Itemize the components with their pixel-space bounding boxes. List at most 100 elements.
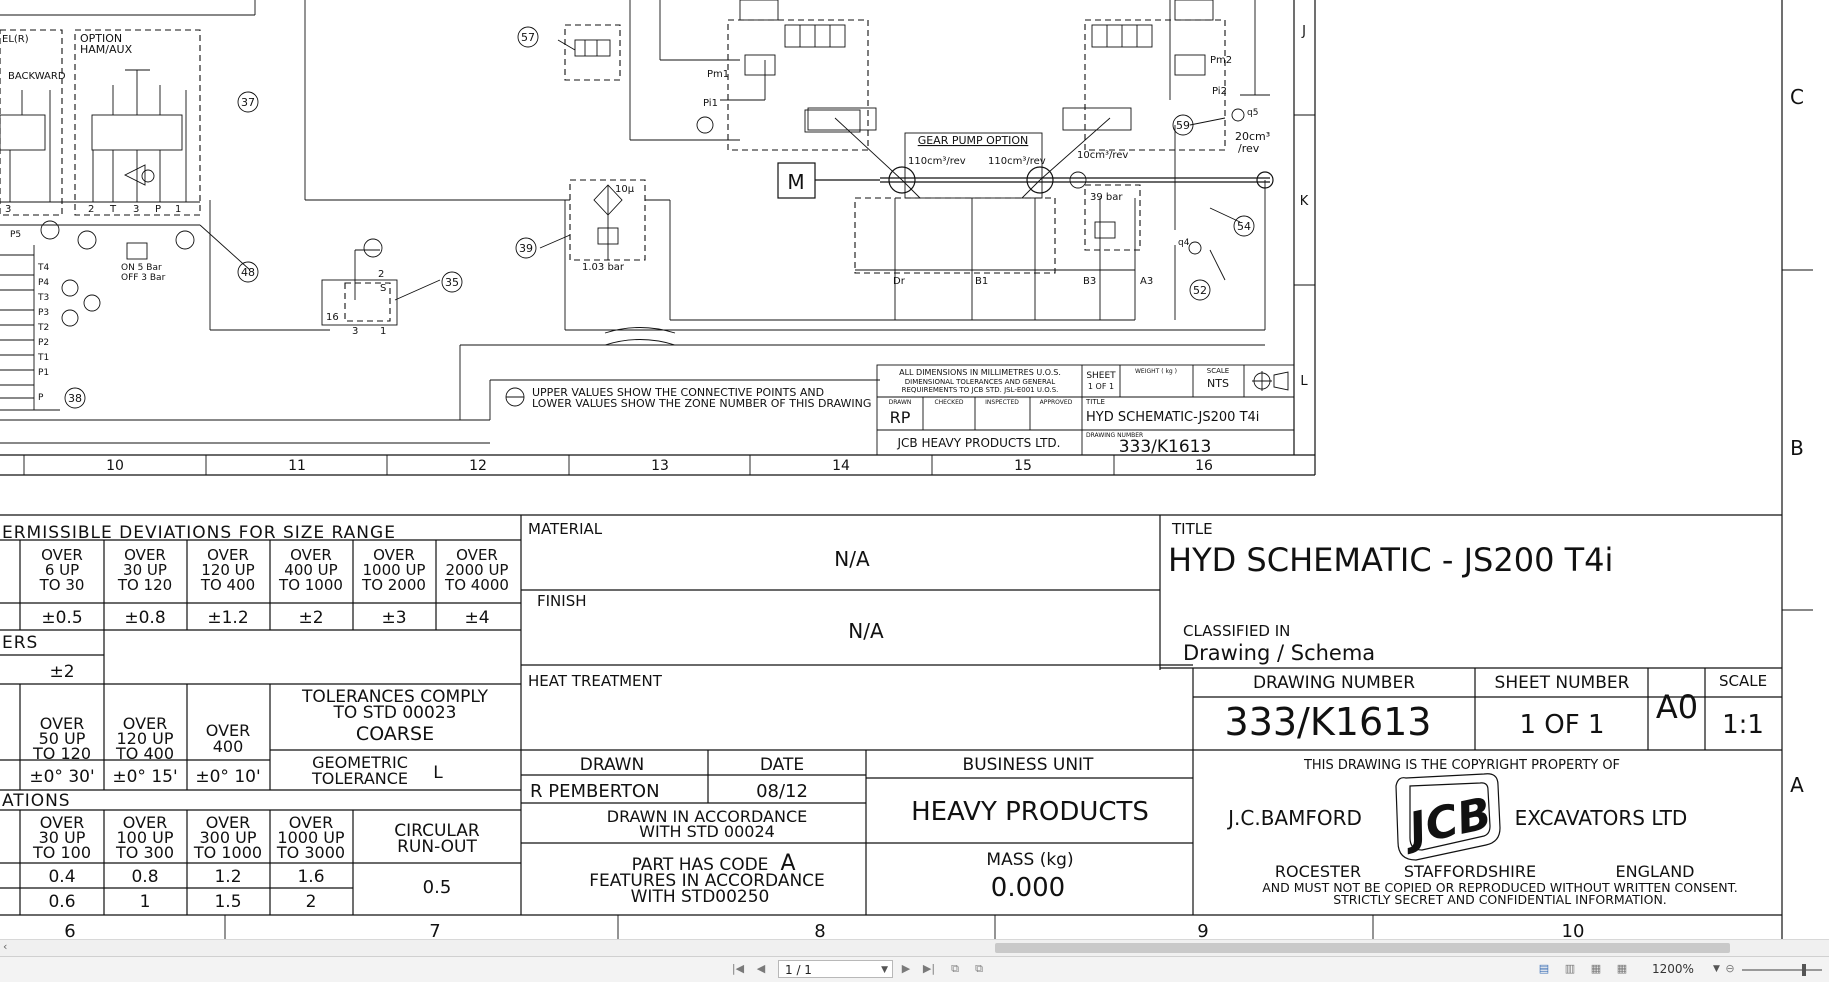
zoom-slider-knob[interactable] — [1802, 964, 1806, 976]
callout-48-label: 48 — [241, 266, 255, 279]
zoom-slider[interactable] — [1742, 964, 1822, 976]
pin-t3: T3 — [37, 293, 49, 303]
note-line-1: UPPER VALUES SHOW THE CONNECTIVE POINTS … — [532, 386, 824, 399]
label-103-bar: 1.03 bar — [582, 262, 625, 273]
grid-col-15: 15 — [1014, 458, 1032, 474]
previous-page-icon[interactable]: ◀ — [756, 962, 766, 975]
tol-ers-value: ±2 — [49, 662, 74, 682]
continuous-page-icon[interactable]: ▥ — [1564, 962, 1576, 975]
last-page-icon[interactable]: ▶| — [922, 962, 936, 975]
next-page-icon[interactable]: ▶ — [901, 962, 911, 975]
tol-geo-ranges: OVER 30 UP TO 100 OVER 100 UP TO 300 OVE… — [32, 813, 345, 862]
tol-runout-value: 0.5 — [423, 877, 452, 898]
drawn-by: R PEMBERTON — [530, 781, 660, 802]
vertical-scrollbar[interactable] — [1813, 0, 1829, 939]
tol-linear-2: ±0.8 — [124, 608, 165, 628]
grid-col-16: 16 — [1195, 458, 1213, 474]
tolerance-table: ERMISSIBLE DEVIATIONS FOR SIZE RANGE OVE… — [0, 515, 522, 915]
sheet-number-value: 1 OF 1 — [1519, 710, 1604, 740]
grid-row-l: L — [1300, 374, 1308, 389]
callout-39: 39 — [515, 237, 537, 259]
svg-text:3: 3 — [133, 204, 139, 215]
tol-linear-range-1a: OVER — [41, 546, 83, 564]
notice-line-1: AND MUST NOT BE COPIED OR REPRODUCED WIT… — [1262, 880, 1738, 895]
motor-m: M — [787, 170, 804, 194]
tol-linear-range-3a: OVER — [207, 546, 249, 564]
tol-linear-range-5b: 1000 UP — [363, 561, 426, 579]
label-pm2: Pm2 — [1210, 55, 1232, 66]
callout-59: 59 — [1172, 114, 1194, 136]
mini-company: JCB HEAVY PRODUCTS LTD. — [897, 436, 1061, 450]
sheet-size: A0 — [1656, 688, 1698, 726]
horizontal-scroll-thumb[interactable] — [995, 943, 1730, 953]
scroll-left-icon[interactable]: ‹ — [3, 940, 8, 953]
label-valve-16: 16 — [326, 312, 339, 323]
tol-angular-range-1a: OVER — [40, 714, 84, 733]
callout-52-label: 52 — [1193, 284, 1207, 297]
tol-linear-range-3c: TO 400 — [200, 576, 255, 594]
pin-p2: P2 — [38, 338, 49, 348]
tol-geo-row1-3: 1.2 — [214, 867, 241, 887]
tol-linear-range-1b: 6 UP — [45, 561, 79, 579]
tol-linear-range-1c: TO 30 — [39, 576, 85, 594]
zoom-out-icon[interactable]: ⊖ — [1725, 962, 1735, 975]
single-page-view-icon[interactable]: ▤ — [1538, 962, 1550, 975]
date-label: DATE — [760, 755, 804, 775]
tol-angular-2: ±0° 15' — [112, 767, 177, 787]
drawn-label: DRAWN — [580, 755, 644, 775]
frame-col-8: 8 — [814, 921, 825, 942]
callout-38: 38 — [64, 387, 86, 409]
tol-runout-1: CIRCULAR — [394, 821, 480, 841]
tol-angular-range-3b: 400 — [213, 737, 244, 756]
mini-approved: APPROVED — [1040, 399, 1073, 406]
tol-geo-row2-2: 1 — [140, 892, 151, 912]
location-3: ENGLAND — [1616, 862, 1695, 881]
port-b3: B3 — [1083, 276, 1096, 287]
label-q4: q4 — [1178, 238, 1190, 248]
tol-linear-range-6a: OVER — [456, 546, 498, 564]
mini-title-label: TITLE — [1085, 398, 1105, 406]
mini-initials: RP — [890, 408, 911, 427]
grid-row-k: K — [1300, 194, 1309, 209]
continuous-view-icon[interactable]: ⧉ — [951, 962, 959, 975]
notice-line-2: STRICTLY SECRET AND CONFIDENTIAL INFORMA… — [1333, 892, 1667, 907]
tol-linear-range-4c: TO 1000 — [278, 576, 343, 594]
grid-col-12: 12 — [469, 458, 487, 474]
zoom-dropdown-icon[interactable]: ▼ — [1713, 964, 1720, 974]
frame-row-a: A — [1790, 773, 1804, 797]
finish-label: FINISH — [537, 592, 587, 610]
frame-row-c: C — [1790, 85, 1804, 109]
valve-port-3: 3 — [352, 326, 358, 337]
tol-linear-range-6c: TO 4000 — [444, 576, 509, 594]
port-dr: Dr — [893, 276, 906, 287]
label-pi2: Pi2 — [1212, 86, 1227, 97]
tol-geo-range-4c: TO 3000 — [276, 843, 345, 862]
two-page-view-icon[interactable]: ▦ — [1590, 962, 1602, 975]
location-2: STAFFORDSHIRE — [1404, 862, 1536, 881]
pin-t4: T4 — [37, 263, 49, 273]
grid-col-13: 13 — [651, 458, 669, 474]
tol-geo-range-2c: TO 300 — [115, 843, 174, 862]
facing-view-icon[interactable]: ⧉ — [975, 962, 983, 975]
page-number-input[interactable]: 1 / 1▼ — [778, 960, 893, 978]
mini-scale-label: SCALE — [1207, 367, 1229, 375]
tol-geo-range-2a: OVER — [123, 813, 167, 832]
two-page-continuous-icon[interactable]: ▦ — [1616, 962, 1628, 975]
first-page-icon[interactable]: |◀ — [731, 962, 745, 975]
grid-col-10: 10 — [106, 458, 124, 474]
tol-runout-2: RUN-OUT — [397, 837, 477, 857]
tol-geo-row1-4: 1.6 — [297, 867, 324, 887]
note-line-2: LOWER VALUES SHOW THE ZONE NUMBER OF THI… — [532, 397, 871, 410]
zoom-level[interactable]: 1200% — [1652, 962, 1694, 976]
mini-inspected: INSPECTED — [985, 399, 1019, 406]
horizontal-scrollbar[interactable]: ‹ — [0, 939, 1829, 956]
tol-linear-3: ±1.2 — [207, 608, 248, 628]
grid-row-j: J — [1301, 24, 1306, 39]
company-left: J.C.BAMFORD — [1226, 806, 1362, 830]
part-code-line-3: WITH STD00250 — [631, 887, 770, 907]
svg-text:P: P — [155, 204, 161, 215]
callout-35-label: 35 — [445, 276, 459, 289]
label-backward: BACKWARD — [8, 71, 66, 82]
tol-geo-row1-1: 0.4 — [48, 867, 75, 887]
accordance-line-2: WITH STD 00024 — [639, 822, 775, 841]
